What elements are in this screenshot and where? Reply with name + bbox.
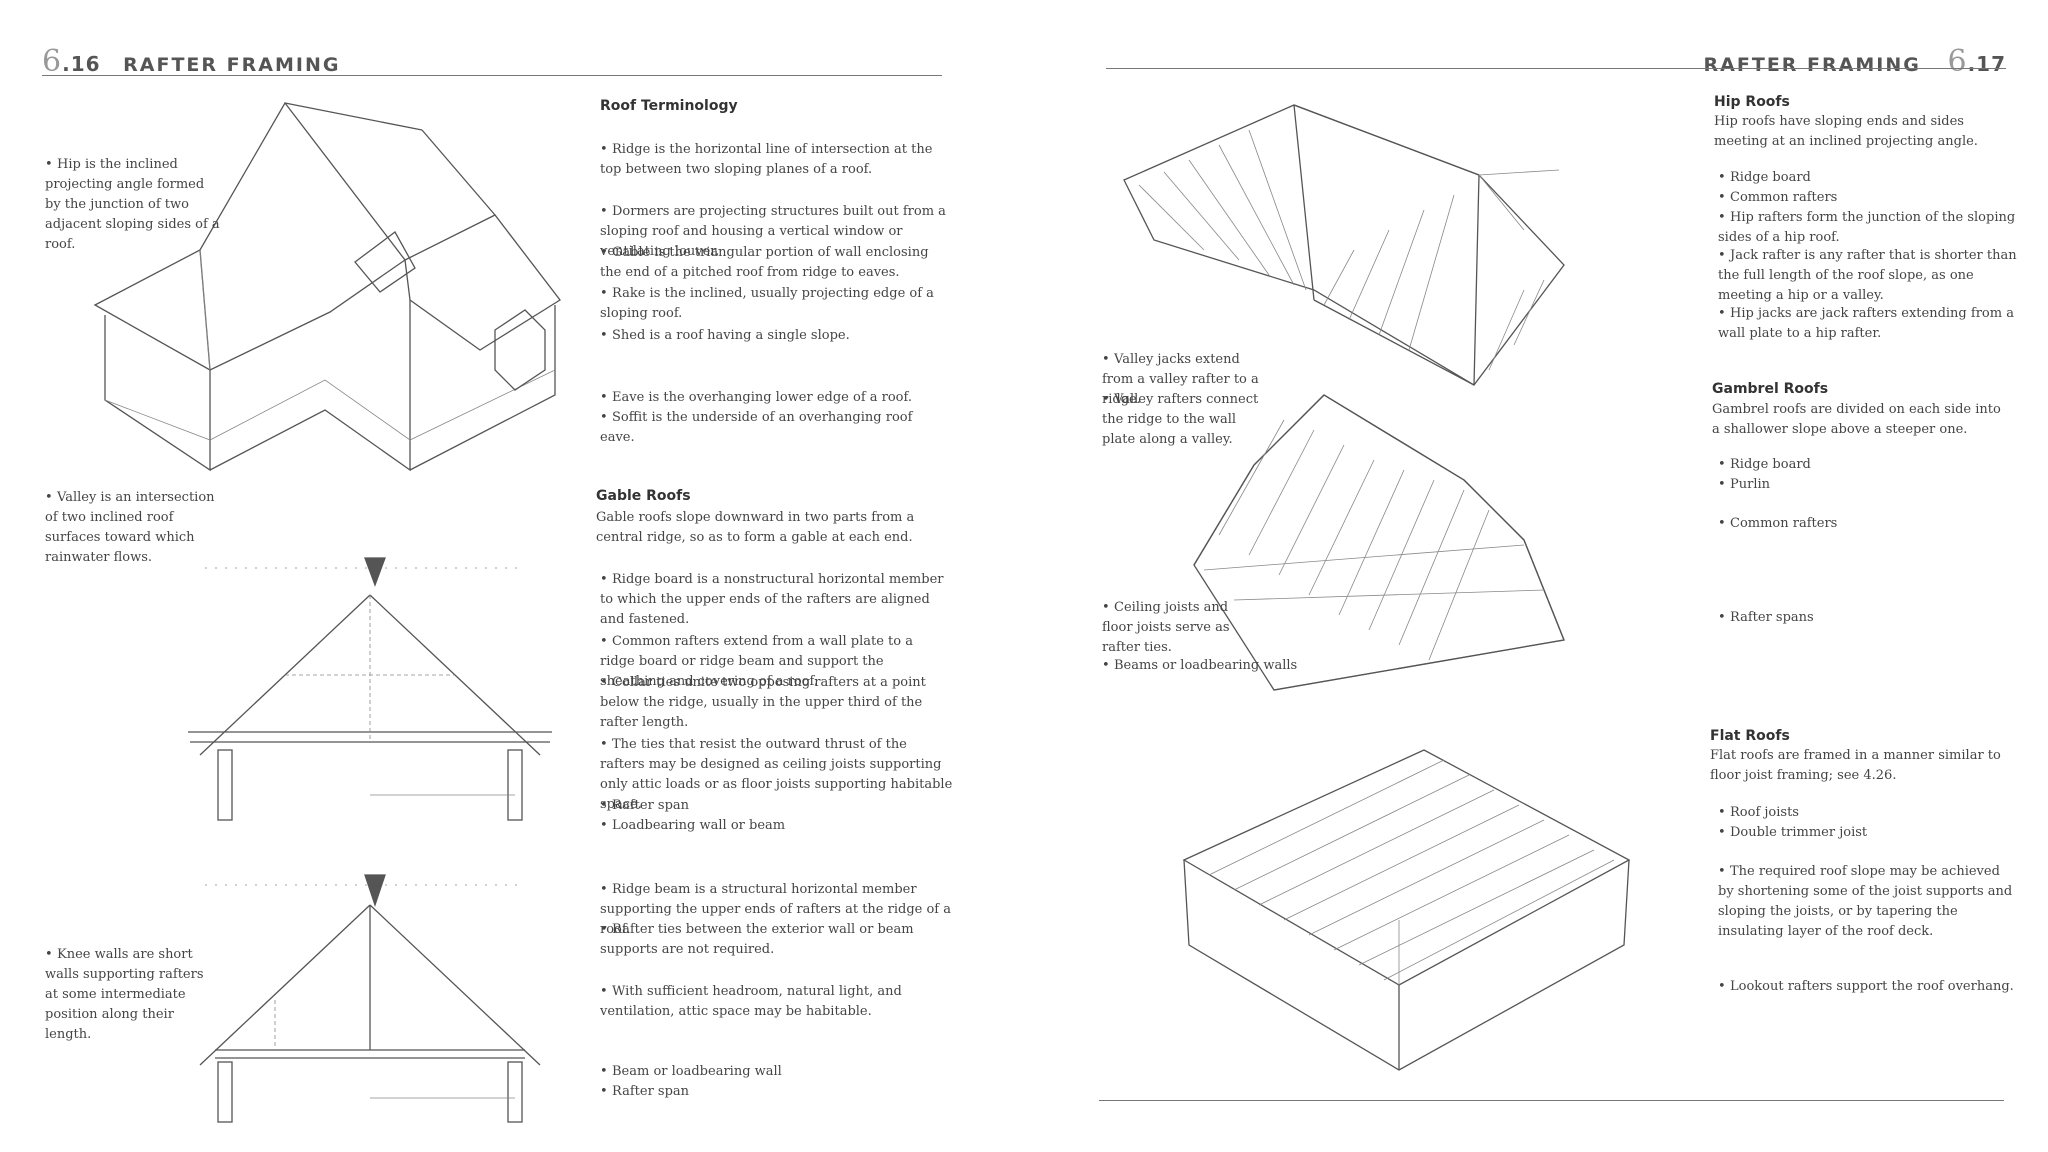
- gable-roofs-heading: Gable Roofs: [596, 488, 691, 504]
- rafter-ties-note: •Rafter ties between the exterior wall o…: [600, 922, 914, 957]
- headroom-note: •With sufficient headroom, natural light…: [600, 984, 902, 1019]
- hip-roof-framing-drawing: [1123, 104, 1565, 386]
- ties-note: •The ties that resist the outward thrust…: [600, 737, 953, 812]
- dormers-note: •Dormers are projecting structures built…: [600, 204, 946, 259]
- ridge-note: •Ridge is the horizontal line of interse…: [600, 142, 933, 177]
- flat-roofs-intro: Flat roofs are framed in a manner simila…: [1710, 748, 2001, 783]
- shed-note: •Shed is a roof having a single slope.: [600, 328, 850, 343]
- rafter-span-note-2: •Rafter span: [600, 1084, 690, 1099]
- gambrel-ridge-board-label: •Ridge board: [1718, 457, 1811, 472]
- footer-rule: [1099, 1100, 2004, 1101]
- ceiling-joists-note: •Ceiling joists and floor joists serve a…: [1102, 600, 1230, 655]
- collar-ties-note: •Collar ties unite two opposing rafters …: [600, 675, 926, 730]
- knee-walls-note: •Knee walls are short walls supporting r…: [45, 947, 204, 1042]
- hip-jacks-label: •Hip jacks are jack rafters extending fr…: [1718, 306, 2014, 341]
- hip-ridge-board-label: •Ridge board: [1718, 170, 1811, 185]
- beam-wall-note: •Beam or loadbearing wall: [600, 1064, 782, 1079]
- rake-note: •Rake is the inclined, usually projectin…: [600, 286, 934, 321]
- gambrel-roofs-heading: Gambrel Roofs: [1712, 381, 1829, 397]
- gable-roof-diagram: [188, 557, 552, 821]
- page-number: 6.17: [1947, 44, 2006, 79]
- hip-note: •Hip is the inclined projecting angle fo…: [45, 157, 220, 252]
- header-rule: [1106, 68, 2006, 69]
- gambrel-roof-framing-drawing: [1193, 394, 1565, 691]
- left-page-header: 6.16 RAFTER FRAMING: [42, 44, 340, 79]
- ridge-beam-note: •Ridge beam is a structural horizontal m…: [600, 882, 951, 937]
- roof-terminology-heading: Roof Terminology: [600, 98, 738, 114]
- ridge-board-note: •Ridge board is a nonstructural horizont…: [600, 572, 944, 627]
- jack-rafter-label: •Jack rafter is any rafter that is short…: [1718, 248, 2017, 303]
- header-rule: [42, 75, 942, 76]
- hip-roofs-heading: Hip Roofs: [1714, 94, 1790, 110]
- double-trimmer-label: •Double trimmer joist: [1718, 825, 1868, 840]
- beams-walls-note: •Beams or loadbearing walls: [1102, 658, 1298, 673]
- gable-roofs-intro: Gable roofs slope downward in two parts …: [596, 510, 915, 545]
- purlin-label: •Purlin: [1718, 477, 1771, 492]
- rafter-spans-label: •Rafter spans: [1718, 610, 1814, 625]
- lookout-rafters-label: •Lookout rafters support the roof overha…: [1718, 979, 2014, 994]
- gambrel-roofs-intro: Gambrel roofs are divided on each side i…: [1712, 402, 2001, 437]
- gambrel-common-rafters-label: •Common rafters: [1718, 516, 1838, 531]
- page-number: 6.16: [42, 44, 101, 79]
- common-rafters-note: •Common rafters extend from a wall plate…: [600, 634, 913, 689]
- flat-roof-framing-drawing: [1182, 749, 1631, 1071]
- page-title: RAFTER FRAMING: [1703, 54, 1921, 76]
- soffit-note: •Soffit is the underside of an overhangi…: [600, 410, 913, 445]
- house-isometric-drawing: [93, 101, 561, 472]
- right-page: RAFTER FRAMING 6.17: [1024, 0, 2048, 1152]
- roof-slope-note: •The required roof slope may be achieved…: [1718, 864, 2013, 939]
- rafter-span-note: •Rafter span: [600, 798, 690, 813]
- gable-ridge-beam-diagram: [199, 874, 541, 1123]
- hip-rafters-label: •Hip rafters form the junction of the sl…: [1718, 210, 2016, 245]
- roof-framing-illustrations: [1123, 104, 1631, 1071]
- flat-roofs-heading: Flat Roofs: [1710, 728, 1790, 744]
- page-title: RAFTER FRAMING: [123, 54, 341, 76]
- loadbearing-wall-note: •Loadbearing wall or beam: [600, 818, 786, 833]
- valley-jacks-note: •Valley jacks extend from a valley rafte…: [1102, 352, 1259, 407]
- roof-terminology-illustrations: [93, 101, 561, 1123]
- right-page-header: RAFTER FRAMING 6.17: [1704, 44, 2006, 79]
- roof-joists-label: •Roof joists: [1718, 805, 1799, 820]
- hip-roofs-intro: Hip roofs have sloping ends and sides me…: [1714, 114, 1978, 149]
- valley-note: •Valley is an intersection of two inclin…: [45, 490, 215, 565]
- hip-common-rafters-label: •Common rafters: [1718, 190, 1838, 205]
- left-page: 6.16 RAFTER FRAMING: [42, 44, 953, 1123]
- valley-rafters-note: •Valley rafters connect the ridge to the…: [1102, 392, 1259, 447]
- eave-note: •Eave is the overhanging lower edge of a…: [600, 390, 912, 405]
- gable-note: •Gable is the triangular portion of wall…: [600, 245, 929, 280]
